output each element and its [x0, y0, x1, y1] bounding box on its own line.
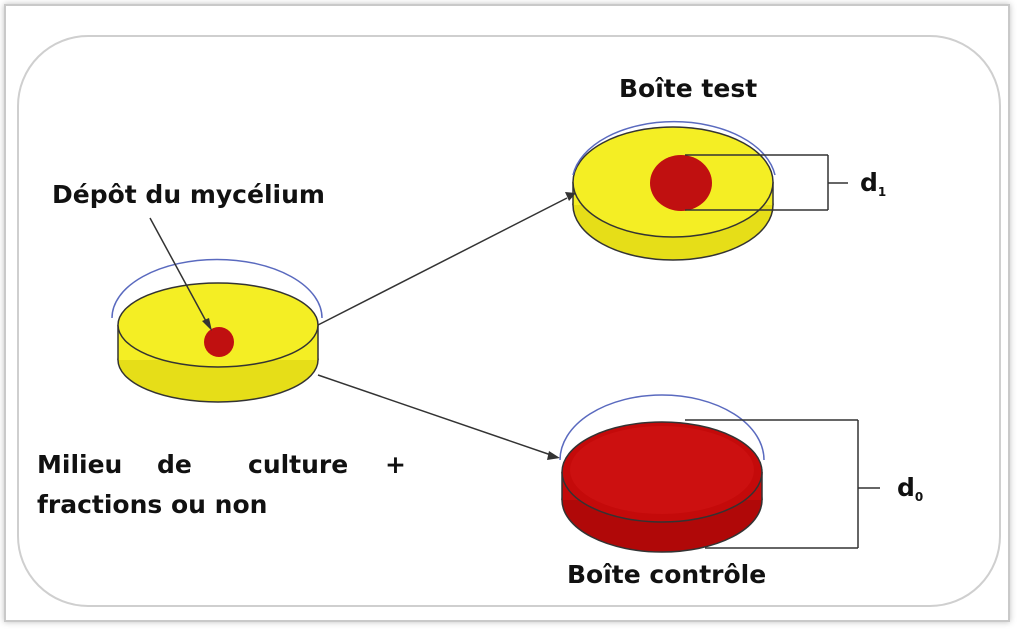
d0-main: d	[897, 473, 915, 502]
boite-controle-label: Boîte contrôle	[567, 562, 766, 587]
d0-label: d0	[897, 475, 923, 503]
source-petri-dish	[112, 259, 322, 402]
control-mycelium-growth	[570, 426, 754, 514]
d1-main: d	[860, 168, 878, 197]
fractions-label: fractions ou non	[37, 492, 267, 517]
control-petri-dish	[560, 395, 764, 552]
milieu-word-1: Milieu	[37, 452, 122, 477]
test-petri-dish	[573, 122, 775, 260]
depot-label: Dépôt du mycélium	[52, 182, 325, 207]
arrow-to-control	[318, 375, 551, 455]
milieu-word-2: de	[157, 452, 192, 477]
arrow-to-control-head	[547, 451, 560, 460]
arrow-to-test	[318, 198, 567, 325]
source-mycelium-spot	[204, 327, 234, 357]
d1-subscript: 1	[878, 185, 886, 199]
milieu-word-3: culture	[248, 452, 348, 477]
milieu-word-4: +	[385, 452, 406, 477]
boite-test-label: Boîte test	[619, 76, 757, 101]
test-mycelium-growth	[650, 155, 712, 211]
d0-subscript: 0	[915, 490, 923, 504]
d1-label: d1	[860, 170, 886, 198]
